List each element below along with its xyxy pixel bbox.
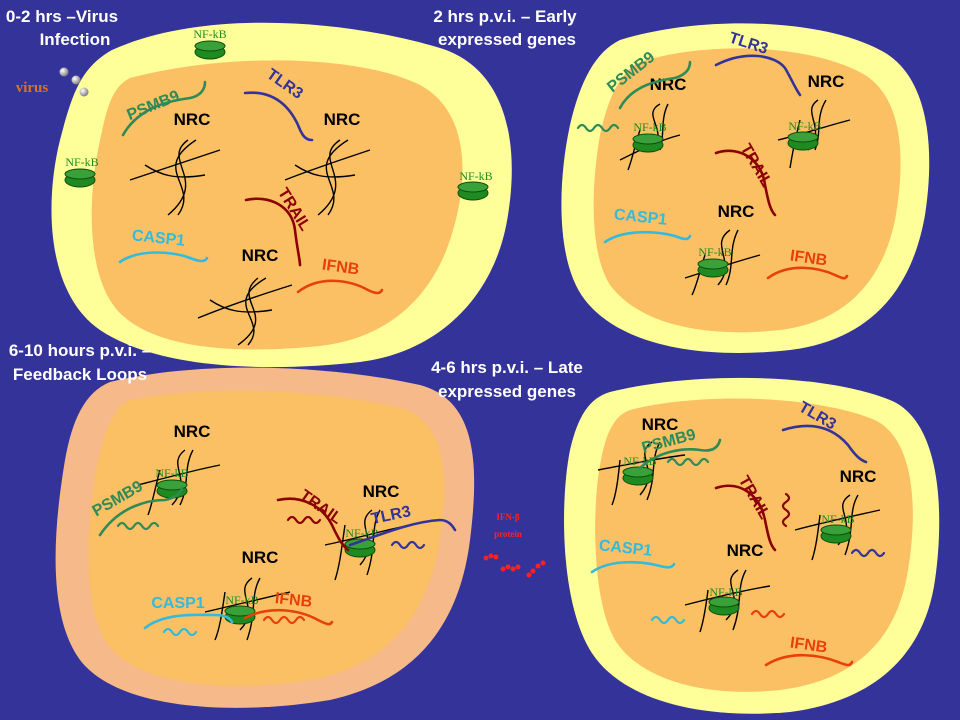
nrc-site: NRC — [197, 246, 293, 346]
panel-title-line1: 6-10 hours p.v.i. – — [9, 341, 151, 360]
nrc-label: NRC — [363, 482, 400, 501]
nfkb-protein: NF-kB — [155, 466, 189, 499]
nrc-label: NRC — [242, 246, 279, 265]
nfkb-label: NF-kB — [459, 169, 492, 183]
mrna-transcript — [850, 548, 886, 558]
virus-label: virus — [16, 80, 49, 96]
panel-title-line1: 2 hrs p.v.i. – Early — [433, 7, 577, 26]
nfkb-protein: NF-kB — [224, 593, 259, 625]
nrc-label: NRC — [324, 110, 361, 129]
nfkb-label: NF-kB — [821, 512, 854, 526]
nfkb-label: NF-kB — [633, 120, 666, 134]
nrc-site: NRC NF-kB — [684, 202, 761, 296]
nrc-site: NRC — [284, 110, 371, 216]
gene-casp1: CASP1 — [603, 206, 692, 244]
panel-4-6hrs-late: 4-6 hrs p.v.i. – Late expressed genes NR… — [431, 358, 940, 714]
mrna-transcript — [116, 521, 160, 531]
mrna-transcript — [390, 540, 426, 550]
nfkb-protein: NF-kB — [64, 155, 99, 188]
nfkb-protein: NF-kB — [697, 245, 732, 278]
gene-label: IFNB — [274, 590, 313, 611]
nrc-site: NRC NF-kB — [619, 75, 687, 171]
nrc-site: NRC NF-kB — [777, 72, 851, 169]
ifn-protein-label-line1: IFN-β — [496, 512, 519, 522]
nucleus — [88, 391, 445, 687]
panel-title-line1: 0-2 hrs –Virus — [6, 7, 118, 26]
ifn-protein-molecules — [483, 553, 546, 578]
panel-0-2hrs: 0-2 hrs –Virus Infection virus NF-kB NF-… — [6, 7, 512, 368]
nfkb-label: NF-kB — [155, 466, 188, 480]
gene-label: CASP1 — [151, 595, 204, 612]
nrc-label: NRC — [718, 202, 755, 221]
nfkb-label: NF-kB — [225, 593, 258, 607]
panel-title-line2: Infection — [40, 30, 111, 49]
nfkb-protein: NF-kB — [787, 119, 822, 151]
gene-ifnb: IFNB — [766, 248, 849, 280]
nrc-label: NRC — [242, 548, 279, 567]
panel-2hrs-early: 2 hrs p.v.i. – Early expressed genes NRC… — [433, 7, 930, 353]
nrc-label: NRC — [174, 422, 211, 441]
nfkb-label: NF-kB — [698, 245, 731, 259]
nfkb-protein: NF-kB — [820, 512, 855, 544]
nrc-label: NRC — [650, 75, 687, 94]
nrc-label: NRC — [727, 541, 764, 560]
nfkb-label: NF-kB — [623, 454, 656, 468]
panel-title-line2: Feedback Loops — [13, 365, 147, 384]
mrna-transcript — [286, 515, 322, 525]
gene-casp1: CASP1 — [590, 537, 686, 625]
nfkb-label: NF-kB — [193, 27, 226, 41]
mrna-transcript — [262, 615, 306, 625]
nrc-site: NRC NF-kB — [597, 415, 686, 506]
gene-casp1: CASP1 — [143, 595, 234, 637]
gene-label: IFNB — [321, 257, 360, 279]
gene-label: CASP1 — [131, 227, 186, 249]
nrc-label: NRC — [174, 110, 211, 129]
gene-label: CASP1 — [613, 206, 668, 228]
panel-title-line2: expressed genes — [438, 382, 576, 401]
gene-casp1: CASP1 — [118, 227, 209, 264]
panel-title-line2: expressed genes — [438, 30, 576, 49]
gene-ifnb: IFNB — [296, 257, 384, 295]
nucleus — [593, 48, 901, 333]
nfkb-label: NF-kB — [788, 119, 821, 133]
gene-ifnb: IFNB — [750, 609, 854, 667]
nfkb-label: NF-kB — [345, 526, 378, 540]
nrc-site: NRC NF-kB — [324, 482, 411, 581]
nfkb-protein: NF-kB — [622, 454, 657, 486]
panel-title-line1: 4-6 hrs p.v.i. – Late — [431, 358, 583, 377]
ifn-protein-label-line2: protein — [494, 529, 522, 539]
gene-label: IFNB — [789, 635, 828, 657]
nfkb-label: NF-kB — [709, 585, 742, 599]
ifn-beta-protein: IFN-β protein — [483, 512, 546, 578]
nrc-site: NRC NF-kB — [137, 422, 221, 516]
nfkb-label: NF-kB — [65, 155, 98, 169]
nrc-site: NRC NF-kB — [794, 467, 881, 561]
nfkb-protein: NF-kB — [344, 526, 379, 558]
nfkb-protein: NF-kB — [457, 169, 493, 201]
mrna-transcript — [576, 123, 620, 133]
mrna-transcript — [666, 457, 710, 467]
gene-label: CASP1 — [598, 537, 653, 559]
nrc-label: NRC — [840, 467, 877, 486]
mrna-transcript — [650, 615, 686, 625]
nrc-label: NRC — [808, 72, 845, 91]
mrna-transcript — [750, 609, 786, 619]
nrc-site: NRC — [129, 110, 221, 216]
gene-label: IFNB — [789, 248, 828, 270]
nrc-site: NRC NF-kB — [684, 541, 771, 633]
virus-particles — [59, 67, 89, 97]
nrc-label: NRC — [642, 415, 679, 434]
mrna-transcript — [162, 627, 198, 637]
nfkb-protein: NF-kB — [632, 120, 667, 153]
nfkb-protein: NF-kB — [193, 27, 227, 60]
mrna-transcript — [781, 492, 791, 528]
nfkb-protein: NF-kB — [708, 585, 743, 616]
panel-6-10hrs-feedback: 6-10 hours p.v.i. – Feedback Loops NRC N… — [9, 341, 475, 708]
gene-ifnb: IFNB — [243, 590, 334, 626]
nrc-site: NRC NF-kB — [204, 548, 291, 641]
